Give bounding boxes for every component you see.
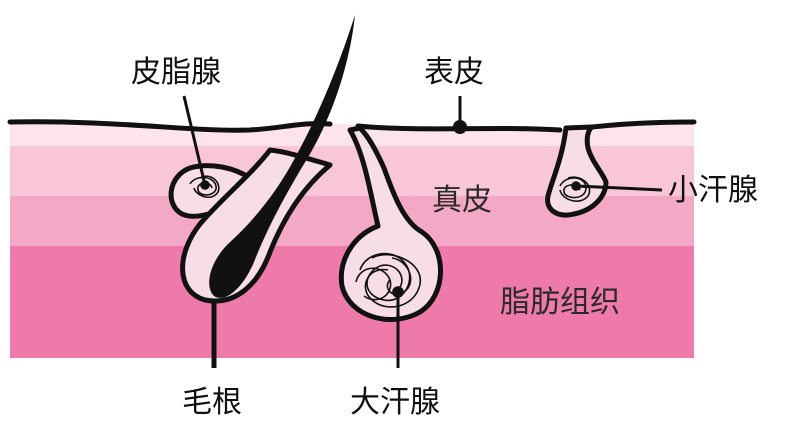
label-sebaceous-gland: 皮脂腺 — [131, 55, 221, 90]
label-epidermis: 表皮 — [424, 55, 484, 90]
label-apocrine-gland: 大汗腺 — [350, 385, 440, 420]
epidermis-dot — [453, 120, 467, 134]
label-hair-root: 毛根 — [182, 385, 242, 420]
label-dermis: 真皮 — [432, 183, 492, 218]
label-eccrine-gland: 小汗腺 — [668, 173, 758, 208]
label-subcutaneous-fat: 脂肪组织 — [500, 285, 620, 320]
